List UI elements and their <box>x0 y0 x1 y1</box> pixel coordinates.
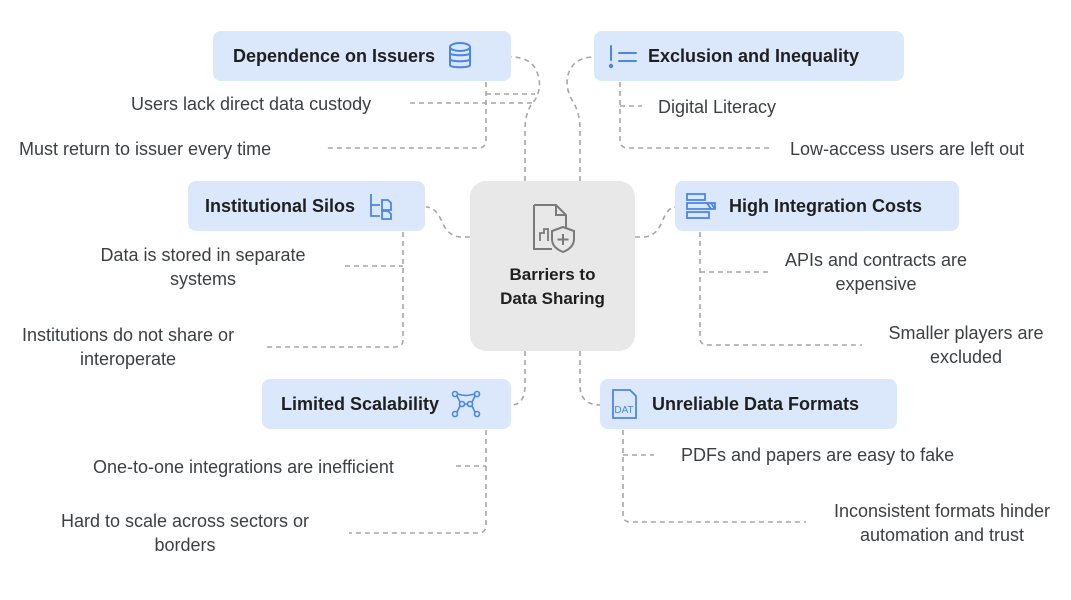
connector-center-exclusion <box>566 56 596 181</box>
leaf-formats-1: PDFs and papers are easy to fake <box>681 445 955 465</box>
connector-formats-leaves <box>622 430 806 523</box>
leaf-formats-2: Inconsistent formats hinder automation a… <box>812 499 1071 547</box>
leaf-scalability-1: One-to-one integrations are inefficient <box>93 457 394 477</box>
connector-exclusion-leaves <box>619 82 770 149</box>
branch-label: High Integration Costs <box>729 195 922 216</box>
connector-center-silos <box>425 206 470 238</box>
leaf-silos-1: Data is stored in separate systems <box>88 243 318 291</box>
branch-label: Institutional Silos <box>205 195 356 216</box>
svg-text:DAT: DAT <box>614 405 633 416</box>
connector-center-formats <box>579 351 601 406</box>
leaf-silos-1-text: Data is stored in separate systems <box>100 245 306 289</box>
leaf-dependence-2: Must return to issuer every time <box>19 139 272 159</box>
leaf-dependence-1: Users lack direct data custody <box>131 94 372 114</box>
database-icon <box>449 42 472 69</box>
stacked-bars-icon <box>686 193 716 219</box>
branch-unreliable-data-formats: DAT Unreliable Data Formats <box>600 379 897 429</box>
leaf-exclusion-2: Low-access users are left out <box>790 139 1025 159</box>
connector-silos-leaves <box>266 232 404 348</box>
leaf-integration-2: Smaller players are excluded <box>870 321 1062 369</box>
leaf-integration-1-text: APIs and contracts are expensive <box>784 250 968 294</box>
leaf-scalability-2-text: Hard to scale across sectors or borders <box>60 511 310 555</box>
leaf-silos-2-text: Institutions do not share or interoperat… <box>21 325 235 369</box>
leaf-silos-2: Institutions do not share or interoperat… <box>8 323 248 371</box>
branch-high-integration-costs: High Integration Costs <box>675 181 959 231</box>
branch-label: Unreliable Data Formats <box>652 393 860 414</box>
connector-dependence-leaves <box>325 82 487 149</box>
leaf-integration-2-text: Smaller players are excluded <box>888 323 1044 367</box>
branch-dependence-on-issuers: Dependence on Issuers <box>213 31 511 81</box>
connector-integration-leaves <box>699 232 862 346</box>
dat-file-icon: DAT <box>612 389 637 419</box>
connector-scalability-leaves <box>349 430 487 534</box>
center-node: Barriers to Data Sharing <box>470 181 635 351</box>
branch-label: Limited Scalability <box>281 393 440 414</box>
leaf-formats-2-text: Inconsistent formats hinder automation a… <box>833 501 1051 545</box>
branch-institutional-silos: Institutional Silos <box>188 181 425 231</box>
branch-limited-scalability: Limited Scalability <box>262 379 511 429</box>
document-shield-icon <box>532 204 575 254</box>
connector-center-dependence <box>510 56 541 181</box>
center-title: Barriers to Data Sharing <box>500 265 605 308</box>
branch-exclusion-and-inequality: Exclusion and Inequality <box>594 31 904 81</box>
file-tree-icon <box>370 194 392 220</box>
leaf-exclusion-1: Digital Literacy <box>658 97 777 117</box>
list-icon <box>608 45 637 69</box>
connector-center-scalability <box>510 351 526 406</box>
leaf-integration-1: APIs and contracts are expensive <box>776 248 976 296</box>
leaf-scalability-2: Hard to scale across sectors or borders <box>40 509 330 557</box>
branch-label: Exclusion and Inequality <box>648 45 860 66</box>
connector-center-integration <box>635 206 676 238</box>
branch-label: Dependence on Issuers <box>233 45 436 66</box>
network-icon <box>451 390 481 418</box>
